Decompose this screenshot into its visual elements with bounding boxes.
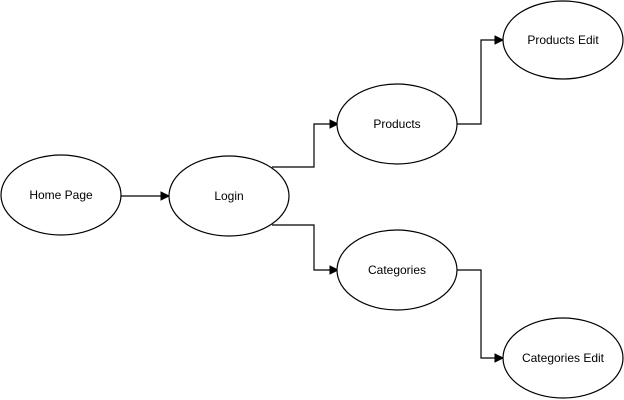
node-products-edit-label: Products Edit (527, 33, 599, 47)
edge-login-to-products (272, 119, 340, 168)
arrowhead (329, 119, 340, 129)
node-home-page-label: Home Page (29, 188, 93, 202)
node-products-label: Products (373, 117, 420, 131)
node-login-label: Login (214, 189, 243, 203)
arrowhead (494, 353, 505, 363)
node-products-edit[interactable]: Products Edit (502, 0, 624, 80)
arrowhead (494, 35, 505, 45)
edge-products-to-products-edit (457, 35, 505, 125)
node-categories-edit[interactable]: Categories Edit (502, 317, 624, 399)
node-categories[interactable]: Categories (336, 229, 458, 311)
node-categories-edit-label: Categories Edit (522, 351, 605, 365)
arrowhead (329, 265, 340, 275)
edge-categories-to-categories-edit (457, 269, 505, 363)
edge-home-to-login (121, 191, 171, 201)
node-categories-label: Categories (368, 263, 426, 277)
node-products[interactable]: Products (336, 83, 458, 165)
edge-login-to-categories (272, 224, 340, 275)
arrowhead (160, 191, 171, 201)
node-login[interactable]: Login (168, 155, 290, 237)
node-home-page[interactable]: Home Page (0, 154, 122, 236)
